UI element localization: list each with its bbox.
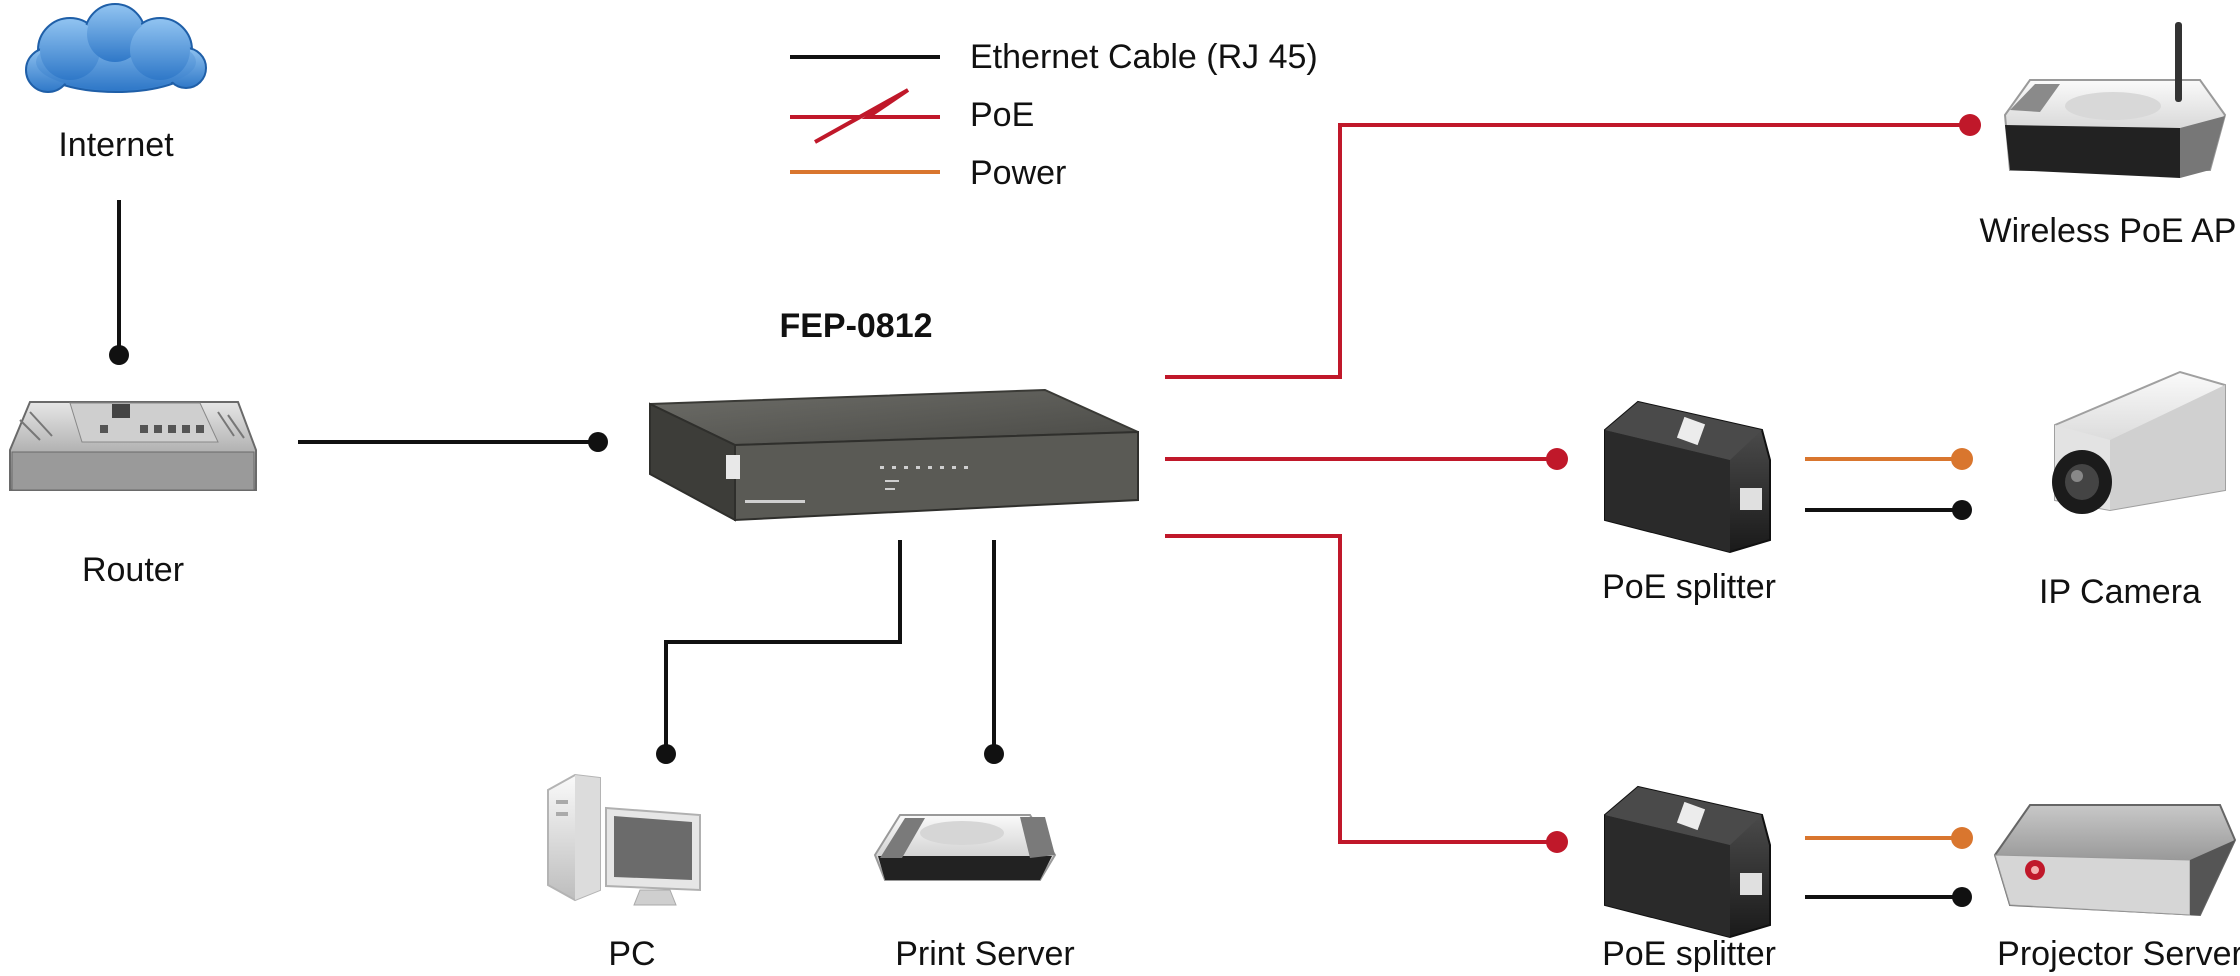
projector-server-icon xyxy=(1993,804,2237,917)
wireless-ap-icon xyxy=(1183,20,2227,178)
print-server-label: Print Server xyxy=(895,935,1075,973)
poe-links xyxy=(1165,123,1968,844)
poe-endpoints xyxy=(1546,114,1981,853)
cloud-icon xyxy=(25,3,207,93)
internet-label: Internet xyxy=(58,126,174,164)
print-server-icon xyxy=(873,814,1057,881)
power-links xyxy=(1805,457,1960,840)
desktop-pc-icon xyxy=(547,773,701,906)
ip-camera-label: IP Camera xyxy=(2039,573,2201,611)
poe-splitter-icon xyxy=(1604,400,1771,554)
pc-label: PC xyxy=(608,935,656,973)
legend-poe-swatch xyxy=(790,88,940,144)
router-icon xyxy=(9,401,257,491)
power-endpoints xyxy=(1951,448,1973,849)
wireless-ap-label: Wireless PoE AP xyxy=(1979,212,2237,250)
projector-server-label: Projector Server xyxy=(1997,935,2240,973)
legend-power-label: Power xyxy=(970,154,1067,192)
link-switch-pc xyxy=(664,540,902,752)
poe-splitter-1-label: PoE splitter xyxy=(1602,568,1776,606)
link-switch-splitter2 xyxy=(1165,534,1556,844)
legend-ethernet-label: Ethernet Cable (RJ 45) xyxy=(970,38,1318,76)
switch-label: FEP-0812 xyxy=(779,307,933,345)
legend-poe-label: PoE xyxy=(970,96,1035,134)
ethernet-endpoints xyxy=(109,345,1972,907)
ip-camera-icon xyxy=(2052,370,2226,514)
poe-switch-icon xyxy=(649,388,1139,522)
poe-splitter-icon xyxy=(1604,785,1771,939)
ethernet-links xyxy=(117,200,1960,899)
legend xyxy=(790,55,940,174)
link-switch-wireless-ap xyxy=(1165,123,1968,379)
router-label: Router xyxy=(81,551,185,589)
poe-splitter-2-label: PoE splitter xyxy=(1602,935,1776,973)
